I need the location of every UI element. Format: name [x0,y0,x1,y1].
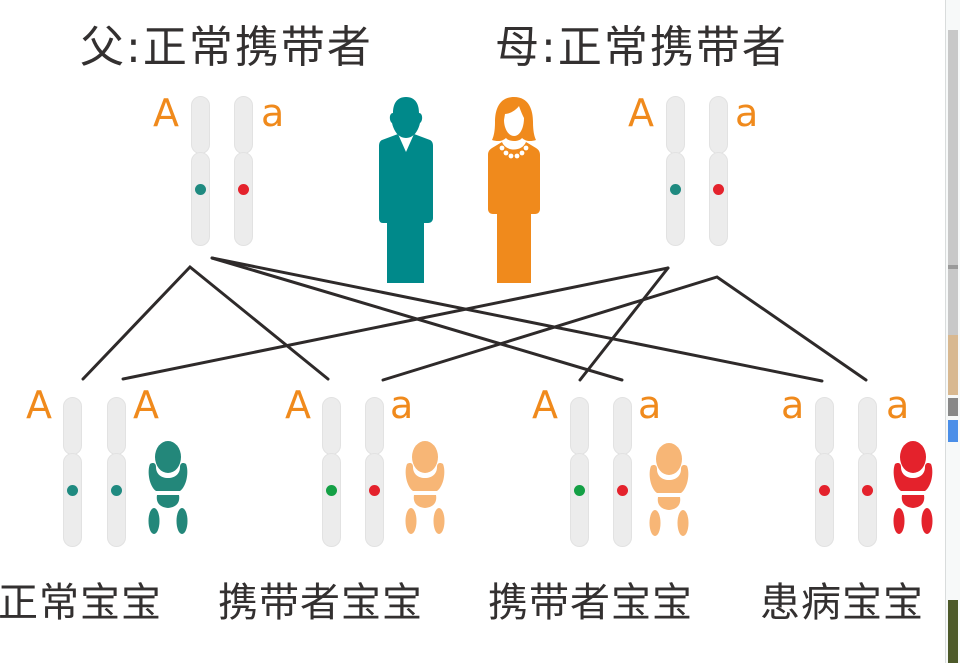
child4-label: 患病宝宝 [760,580,924,626]
child4-chromosome-1 [815,397,834,547]
child1-chromosome-1 [63,397,82,547]
father-allele-1: A [153,91,179,135]
man-icon [379,97,433,283]
mother-allele-1: A [628,91,654,135]
recessive-allele-dot [238,184,249,195]
child3-label: 携带者宝宝 [488,580,693,626]
child1-label: 正常宝宝 [0,580,162,626]
dominant-allele-dot [670,184,681,195]
recessive-allele-dot [369,485,380,496]
baby-icon [405,441,445,534]
father-title: 父:正常携带者 [80,22,373,73]
child3-chromosome-1 [570,397,589,547]
woman-icon [488,97,540,283]
father-chromosome-2 [234,96,253,246]
recessive-allele-dot [819,485,830,496]
child2-label: 携带者宝宝 [218,580,423,626]
inheritance-lines [81,256,868,383]
father-chromosome-1 [191,96,210,246]
child2-allele-2: a [390,383,414,427]
child2-chromosome-1 [322,397,341,547]
child1-allele-2: A [133,383,159,427]
child3-allele-2: a [638,383,662,427]
baby-icon [148,441,188,534]
child1-chromosome-2 [107,397,126,547]
child3-allele-1: A [532,383,558,427]
recessive-allele-dot [862,485,873,496]
baby-icon [893,441,933,534]
mother-chromosome-2 [709,96,728,246]
child3-chromosome-2 [613,397,632,547]
child4-chromosome-2 [858,397,877,547]
child4-allele-2: a [886,383,910,427]
child2-allele-1: A [285,383,311,427]
mother-allele-2: a [735,91,759,135]
child2-chromosome-2 [365,397,384,547]
mother-chromosome-1 [666,96,685,246]
dominant-allele-dot [574,485,585,496]
dominant-allele-dot [111,485,122,496]
child4-allele-1: a [781,383,805,427]
father-allele-2: a [261,91,285,135]
adjacent-window-edge [945,0,960,663]
baby-icon [649,443,689,536]
recessive-allele-dot [617,485,628,496]
mother-title: 母:正常携带者 [495,22,788,73]
recessive-allele-dot [713,184,724,195]
child1-allele-1: A [26,383,52,427]
dominant-allele-dot [195,184,206,195]
dominant-allele-dot [326,485,337,496]
dominant-allele-dot [67,485,78,496]
